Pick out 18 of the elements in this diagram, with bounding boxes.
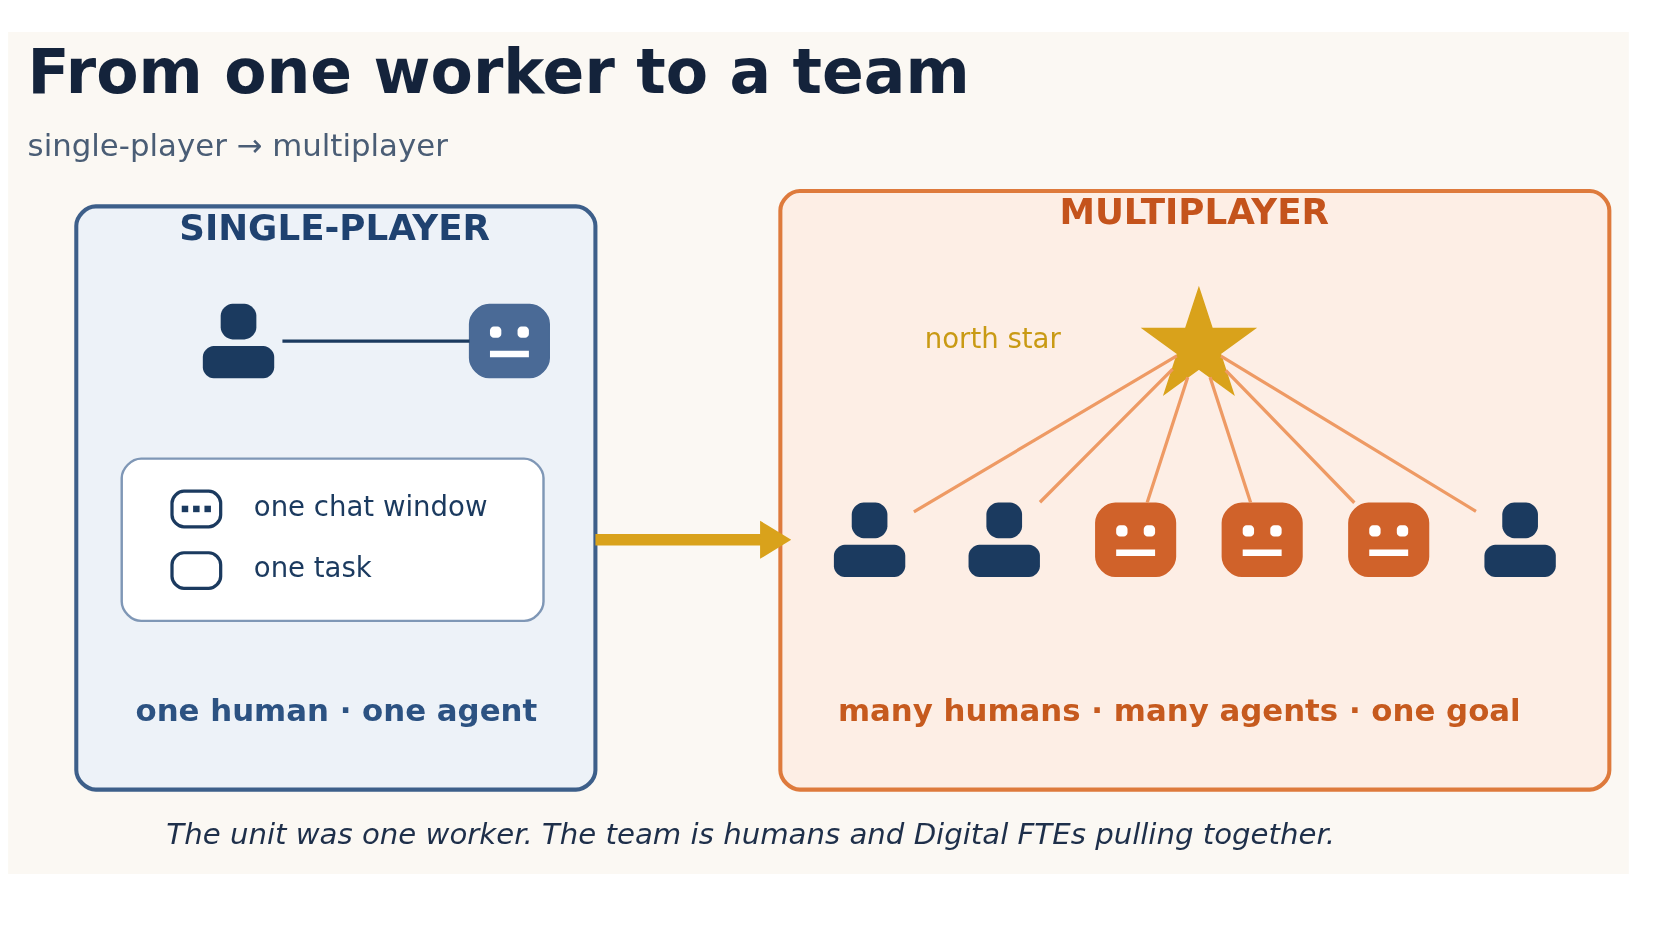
node-picture	[1348, 502, 1430, 578]
node-box: one chat window one task	[120, 457, 545, 623]
node-picture	[468, 303, 550, 379]
connector	[1145, 376, 1190, 504]
connector	[1208, 376, 1253, 504]
connector	[1224, 369, 1356, 504]
node-picture	[1221, 502, 1303, 578]
connector	[282, 339, 470, 343]
node-picture	[1095, 502, 1177, 578]
label: single-player → multiplayer	[27, 127, 448, 164]
caption: The unit was one worker. The team is humans and Digital FTEs pulling together.	[166, 816, 1336, 851]
diagram-title: From one worker to a team	[27, 35, 970, 108]
connector	[1038, 367, 1174, 504]
connector	[1220, 354, 1477, 513]
arrow	[595, 520, 792, 559]
connector	[913, 354, 1178, 514]
node-star	[1140, 285, 1258, 396]
node-label: north star	[924, 321, 1061, 355]
